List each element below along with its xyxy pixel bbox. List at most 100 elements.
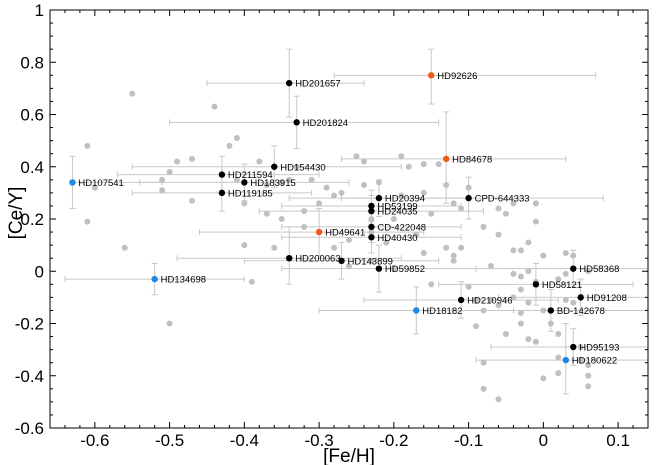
y-tick-label: -0.2 [15, 315, 44, 334]
star-point-hd154430 [271, 163, 278, 170]
star-label: BD-142678 [557, 306, 605, 317]
background-point [383, 239, 390, 246]
background-point [256, 158, 263, 165]
background-point [360, 158, 367, 165]
background-point [540, 307, 547, 314]
star-label: CD-422048 [377, 222, 426, 233]
background-point [129, 90, 136, 97]
background-point [263, 210, 270, 217]
star-label: HD200063 [295, 254, 340, 265]
background-point [495, 302, 502, 309]
background-points-layer [84, 90, 592, 403]
background-point [368, 229, 375, 236]
background-point [375, 179, 382, 186]
background-point [555, 276, 562, 283]
star-label: HD134698 [161, 275, 206, 286]
star-label: HD58368 [579, 264, 619, 275]
background-point [585, 372, 592, 379]
star-label: HD119185 [228, 188, 273, 199]
background-point [293, 163, 300, 170]
background-point [346, 236, 352, 243]
background-point [502, 330, 509, 337]
y-tick-label: 0.6 [20, 106, 44, 125]
background-point [360, 182, 367, 189]
background-point [368, 216, 375, 222]
background-point [286, 176, 293, 183]
star-point-hd91208 [577, 294, 584, 301]
background-point [495, 396, 502, 403]
background-point [465, 283, 472, 290]
background-point [450, 200, 457, 207]
background-point [562, 249, 569, 256]
background-point [398, 153, 405, 160]
star-point-hd49641 [315, 228, 323, 236]
star-label: HD53199 [377, 201, 417, 212]
background-point [540, 375, 547, 382]
star-label: HD210946 [467, 295, 512, 306]
background-point [420, 161, 427, 168]
background-point [166, 168, 173, 175]
background-point [420, 189, 427, 196]
background-point [226, 142, 233, 149]
background-point [532, 200, 539, 207]
background-point [189, 155, 196, 162]
star-point-hd92626 [428, 72, 435, 79]
background-point [121, 244, 128, 251]
x-tick-label: -0.4 [230, 431, 259, 450]
x-tick-label: 0.1 [606, 431, 630, 450]
star-label: HD91208 [587, 293, 627, 304]
background-point [428, 281, 435, 288]
star-point-bd-142678 [547, 307, 555, 314]
star-label: HD84678 [452, 154, 492, 165]
x-tick-label: -0.1 [454, 431, 483, 450]
y-tick-label: 0.8 [20, 53, 44, 72]
background-point [480, 223, 487, 230]
background-point [562, 296, 569, 303]
background-point [570, 252, 577, 259]
background-point [189, 197, 196, 204]
star-label: HD24035 [377, 207, 417, 218]
background-point [271, 244, 278, 251]
x-tick-label: -0.5 [155, 431, 184, 450]
background-point [540, 252, 547, 259]
x-axis-title: [Fe/H] [323, 446, 375, 465]
background-point [465, 184, 472, 191]
x-tick-label: -0.6 [80, 431, 109, 450]
background-point [517, 310, 524, 317]
star-point-hd18182 [413, 307, 420, 314]
background-point [562, 270, 569, 277]
star-label: HD143899 [348, 256, 393, 267]
star-label: HD154430 [280, 162, 325, 173]
background-point [323, 184, 330, 191]
errorbars-layer [64, 48, 649, 395]
point-labels-layer: HD201657HD92626HD201824HD84678HD154430HD… [78, 71, 626, 367]
star-point-hd180622 [562, 356, 569, 364]
star-label: HD180622 [572, 356, 617, 367]
background-point [585, 362, 592, 369]
background-point [495, 205, 502, 212]
background-point [577, 357, 584, 364]
star-label: HD95193 [579, 343, 619, 354]
background-point [525, 336, 532, 343]
background-point [555, 370, 562, 377]
background-point [502, 210, 509, 217]
background-point [525, 239, 532, 246]
star-point-hd183915 [241, 179, 248, 186]
star-point-hd201824 [293, 119, 300, 126]
x-tick-label: -0.3 [304, 431, 333, 450]
background-point [301, 223, 308, 230]
background-point [443, 244, 450, 251]
background-point [84, 218, 91, 225]
star-label: HD18182 [422, 306, 462, 317]
y-tick-label: 1 [35, 1, 44, 20]
background-point [338, 189, 345, 196]
background-point [301, 208, 308, 215]
background-point [241, 242, 248, 249]
background-point [473, 323, 480, 330]
star-point-hd24035 [368, 207, 375, 215]
background-point [84, 142, 91, 149]
background-point [450, 257, 457, 264]
background-point [532, 338, 539, 345]
background-point [555, 330, 562, 337]
